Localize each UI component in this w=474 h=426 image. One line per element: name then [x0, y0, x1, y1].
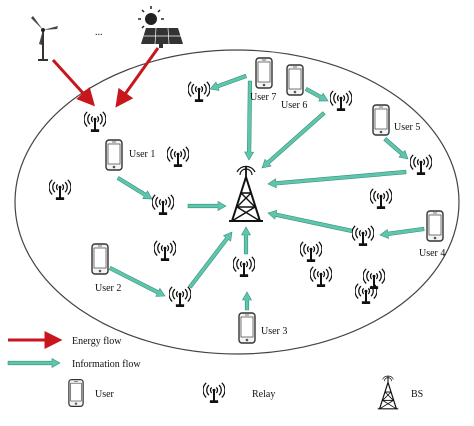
information-arrow	[108, 265, 166, 297]
wind-turbine-icon	[31, 16, 58, 61]
relay-antenna-icon	[152, 193, 174, 216]
energy-flow-arrows	[51, 47, 160, 108]
relay-antenna-icon	[300, 240, 322, 263]
information-arrow	[116, 176, 153, 200]
information-arrow	[209, 73, 247, 91]
information-arrow	[379, 226, 425, 239]
legend-information-arrow	[7, 357, 61, 369]
information-arrow	[187, 200, 227, 212]
legend-tower-icon	[377, 375, 399, 410]
phone-icon	[91, 243, 109, 275]
legend-energy-label: Energy flow	[72, 336, 122, 347]
user-label: User 1	[129, 149, 155, 160]
information-arrow	[267, 169, 407, 189]
ellipsis-text: ...	[95, 27, 103, 38]
relay-antenna-icon	[352, 224, 374, 247]
relay-antenna-icon	[233, 255, 255, 278]
information-arrow	[383, 137, 409, 160]
information-arrow	[244, 80, 255, 161]
phone-icon	[286, 64, 304, 96]
user-label: User 5	[394, 122, 420, 133]
information-arrow	[188, 231, 233, 289]
information-arrow	[304, 86, 329, 102]
legend-phone-icon	[68, 379, 84, 407]
phone-icon	[255, 57, 273, 89]
phone-icon	[372, 104, 390, 136]
tower-icon	[228, 165, 264, 222]
relay-antenna-icon	[363, 267, 385, 290]
relay-antenna-icon	[330, 89, 352, 112]
relay-antenna-icon	[370, 187, 392, 210]
information-arrow	[241, 291, 253, 311]
relay-antenna-icon	[84, 110, 106, 133]
legend-user-label: User	[95, 389, 115, 400]
user-label: User 2	[95, 283, 121, 294]
relay-antenna-icon	[49, 178, 71, 201]
phone-icon	[105, 139, 123, 171]
relay-antenna-icon	[167, 145, 189, 168]
information-arrow	[267, 209, 353, 234]
relay-antenna-icon	[169, 285, 191, 308]
user-label: User 6	[281, 100, 307, 111]
information-arrow	[7, 357, 61, 369]
energy-arrow-wind	[51, 58, 96, 107]
legend-information-label: Information flow	[72, 359, 141, 370]
user-label: User 4	[419, 248, 445, 259]
legend-bs-label: BS	[411, 389, 423, 400]
phone-icon	[238, 312, 256, 344]
relay-antenna-icon	[310, 265, 332, 288]
relay-antenna-icon	[410, 153, 432, 176]
information-arrow	[240, 226, 252, 255]
relay-antenna-icon	[154, 239, 176, 262]
user-label: User 3	[261, 326, 287, 337]
coverage-area	[14, 49, 460, 355]
legend: Energy flow Information flow User Relay …	[7, 331, 423, 410]
relay-antenna-icon	[188, 80, 210, 103]
legend-relay-antenna-icon	[203, 381, 225, 404]
information-arrow	[261, 111, 326, 169]
energy-arrow-solar	[115, 47, 160, 108]
user-label: User 7	[250, 92, 276, 103]
phone-icon	[426, 210, 444, 242]
legend-relay-label: Relay	[252, 389, 275, 400]
information-flow-arrows	[108, 73, 425, 311]
solar-panel-icon	[138, 6, 183, 48]
